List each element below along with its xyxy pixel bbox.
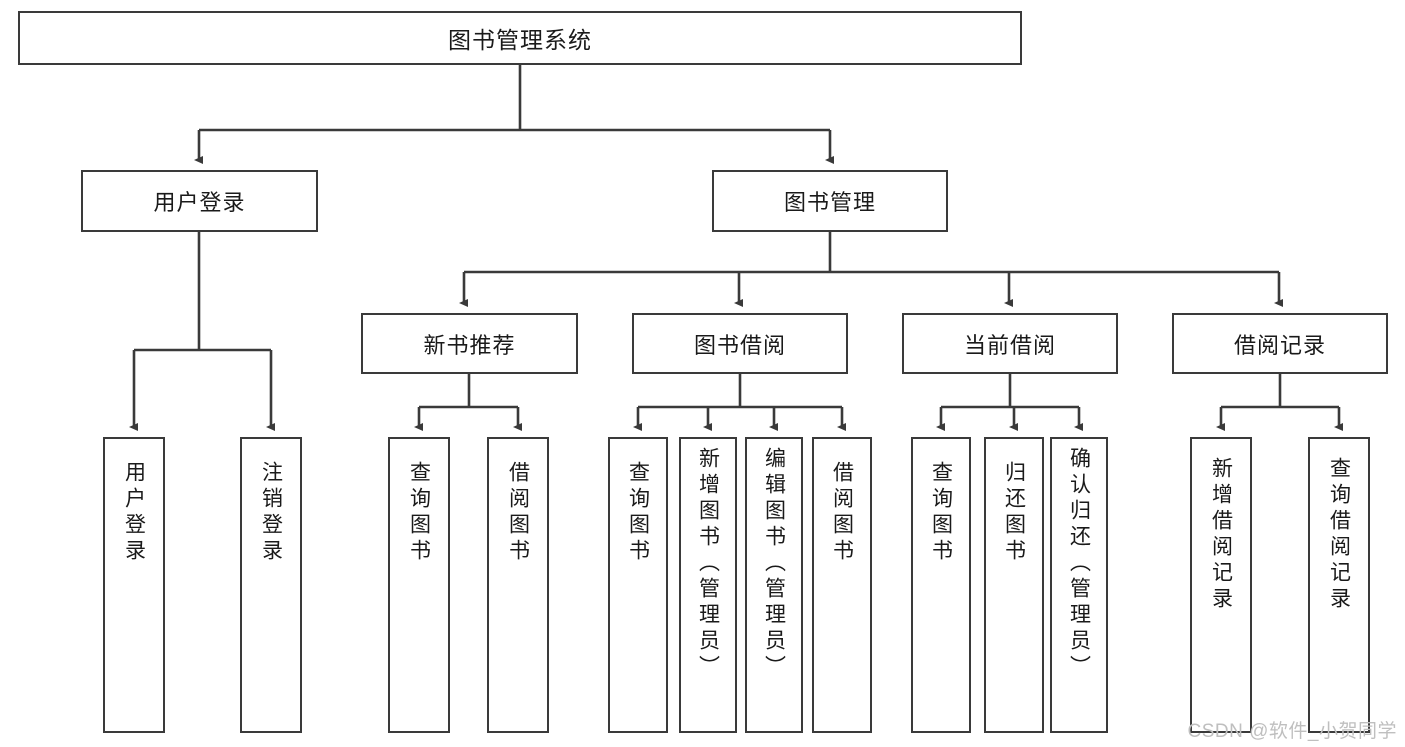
- node-current-borrow-label: 当前借阅: [963, 332, 1056, 358]
- csdn-watermark: CSDN @软件_小贺同学: [1187, 721, 1397, 742]
- node-book-manage[interactable]: 图书管理: [712, 170, 948, 232]
- node-leaf-br-add-record[interactable]: 新增借阅记录: [1190, 437, 1252, 733]
- node-leaf-bb-add-book[interactable]: 新增图书（管理员）: [679, 437, 737, 733]
- node-leaf-br-query-record-label: 查询借阅记录: [1327, 457, 1351, 613]
- node-user-login-label: 用户登录: [153, 190, 246, 215]
- node-new-book-rec-label: 新书推荐: [423, 332, 516, 358]
- node-leaf-rec-borrow-book-label: 借阅图书: [506, 461, 530, 565]
- node-leaf-user-logout[interactable]: 注销登录: [240, 437, 302, 733]
- node-book-borrow-label: 图书借阅: [693, 332, 786, 358]
- node-leaf-bb-borrow-book[interactable]: 借阅图书: [812, 437, 872, 733]
- node-root-label: 图书管理系统: [448, 27, 592, 53]
- node-book-borrow[interactable]: 图书借阅: [632, 313, 848, 374]
- node-user-login[interactable]: 用户登录: [81, 170, 318, 232]
- node-book-manage-label: 图书管理: [783, 190, 876, 215]
- node-current-borrow[interactable]: 当前借阅: [902, 313, 1118, 374]
- node-leaf-bb-query-book-label: 查询图书: [626, 461, 650, 565]
- node-borrow-record[interactable]: 借阅记录: [1172, 313, 1388, 374]
- node-leaf-cb-confirm-return-label: 确认归还（管理员）: [1067, 447, 1091, 681]
- node-new-book-rec[interactable]: 新书推荐: [361, 313, 578, 374]
- node-leaf-br-add-record-label: 新增借阅记录: [1209, 457, 1233, 613]
- node-leaf-bb-borrow-book-label: 借阅图书: [830, 461, 854, 565]
- node-leaf-cb-return-book[interactable]: 归还图书: [984, 437, 1044, 733]
- node-leaf-rec-query-book-label: 查询图书: [407, 461, 431, 565]
- node-leaf-cb-return-book-label: 归还图书: [1002, 461, 1026, 565]
- node-leaf-cb-query-book-label: 查询图书: [929, 461, 953, 565]
- node-leaf-bb-edit-book[interactable]: 编辑图书（管理员）: [745, 437, 803, 733]
- node-leaf-user-logout-label: 注销登录: [259, 461, 283, 565]
- node-leaf-user-login[interactable]: 用户登录: [103, 437, 165, 733]
- node-leaf-br-query-record[interactable]: 查询借阅记录: [1308, 437, 1370, 733]
- node-borrow-record-label: 借阅记录: [1233, 332, 1326, 358]
- node-leaf-user-login-label: 用户登录: [122, 461, 146, 565]
- node-leaf-rec-query-book[interactable]: 查询图书: [388, 437, 450, 733]
- node-root[interactable]: 图书管理系统: [18, 11, 1022, 65]
- node-leaf-cb-confirm-return[interactable]: 确认归还（管理员）: [1050, 437, 1108, 733]
- node-leaf-cb-query-book[interactable]: 查询图书: [911, 437, 971, 733]
- node-leaf-bb-edit-book-label: 编辑图书（管理员）: [762, 447, 786, 681]
- node-leaf-bb-add-book-label: 新增图书（管理员）: [696, 447, 720, 681]
- node-leaf-rec-borrow-book[interactable]: 借阅图书: [487, 437, 549, 733]
- node-leaf-bb-query-book[interactable]: 查询图书: [608, 437, 668, 733]
